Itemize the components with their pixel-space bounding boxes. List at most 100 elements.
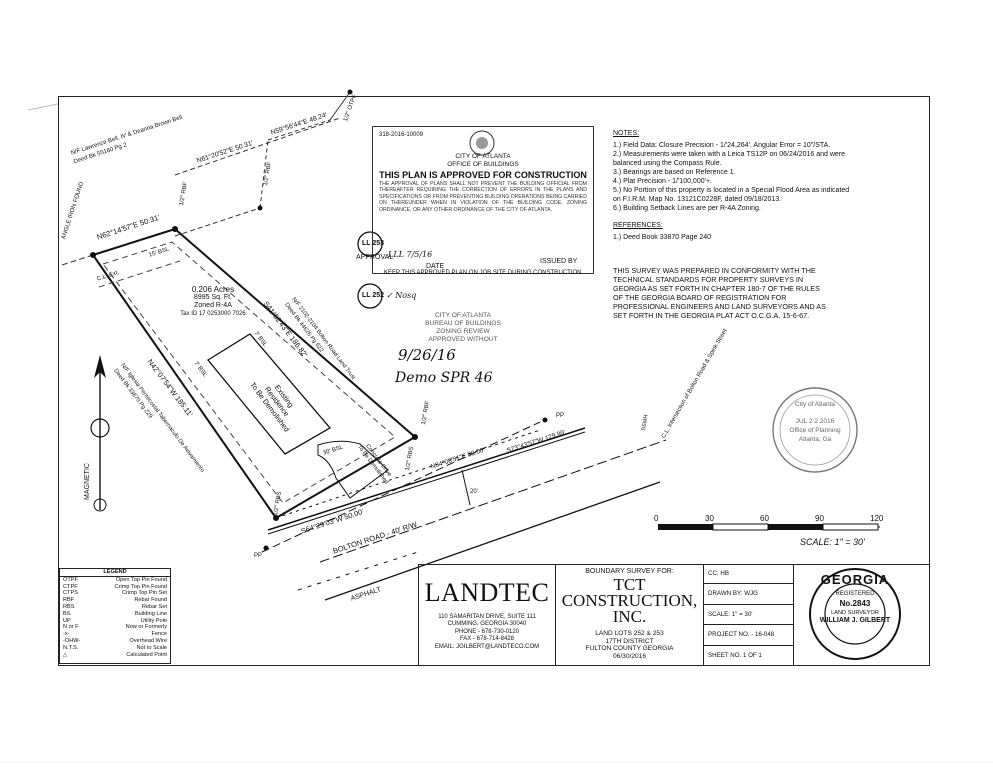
client-line: INC. bbox=[612, 607, 647, 626]
legend-abbr: UP bbox=[63, 617, 71, 624]
seal-number: No.2843 bbox=[839, 599, 871, 608]
notes-heading: NOTES: bbox=[613, 130, 640, 137]
legend-row: -x- Fence bbox=[60, 631, 170, 638]
stamp-issued-by: ISSUED BY bbox=[540, 258, 578, 265]
scale-tick: 120 bbox=[870, 514, 884, 523]
existing-residence bbox=[207, 333, 332, 455]
client-line: CONSTRUCTION, bbox=[561, 591, 698, 610]
road-row-north-2 bbox=[267, 431, 586, 535]
notes-block: NOTES: 1.) Field Data: Closure Precision… bbox=[613, 129, 853, 242]
survey-details: LAND LOTS 252 & 253 17TH DISTRICT FULTON… bbox=[556, 630, 703, 660]
scan-mark bbox=[27, 103, 59, 111]
road-row-north bbox=[267, 427, 586, 531]
scale-seg-3 bbox=[768, 524, 823, 530]
ll-253-circle bbox=[357, 231, 383, 257]
firm-address-line: CUMMING, GEORGIA 30040 bbox=[447, 621, 527, 628]
surveyor-seal bbox=[809, 568, 901, 660]
legend-row: B/L Building Line bbox=[60, 611, 170, 618]
legend-abbr: -x- bbox=[63, 631, 70, 638]
firm-block: LANDTEC 110 SAMARITAN DRIVE, SUITE 111 C… bbox=[418, 564, 556, 666]
sheet-info-sheet: SHEET NO. 1 OF 1 bbox=[708, 651, 762, 659]
adjoining-corner bbox=[257, 205, 263, 211]
legend-abbr: CTPF bbox=[63, 583, 78, 590]
legend-desc: Fence bbox=[151, 631, 167, 638]
adjoining-line-top bbox=[267, 119, 331, 141]
city-seal-center bbox=[476, 137, 488, 149]
zoning-line: CITY OF ATLANTA bbox=[434, 312, 492, 319]
lot-acres: 0.206 Acres bbox=[191, 285, 235, 294]
survey-detail: LAND LOTS 252 & 253 bbox=[595, 630, 664, 637]
seal-registered: REGISTERED bbox=[835, 591, 875, 597]
stamp-headline: THIS PLAN IS APPROVED FOR CONSTRUCTION bbox=[379, 170, 587, 180]
scale-label: SCALE: 1" = 30' bbox=[800, 537, 865, 547]
permit-number: 318-2016-10009 bbox=[379, 132, 424, 138]
north-arrow-head bbox=[94, 355, 106, 378]
planning-seal-inner bbox=[779, 394, 851, 466]
surveyor-seal-text: GEORGIA REGISTERED No.2843 LAND SURVEYOR… bbox=[812, 572, 898, 624]
stamp-approval-line: APPROVAL bbox=[356, 254, 394, 261]
stamp-handwritten-note: ✓ Nosq bbox=[386, 291, 417, 300]
note-item: 5.) No Portion of this property is locat… bbox=[613, 187, 850, 203]
north-arrow-tail bbox=[93, 498, 107, 512]
note-item: 3.) Bearings are based on Reference 1. bbox=[613, 169, 736, 176]
note-item: 2.) Measurements were taken with a Leica… bbox=[613, 151, 846, 167]
survey-title: BOUNDARY SURVEY FOR: bbox=[585, 568, 674, 575]
stamp-keep-note: KEEP THIS APPROVED PLAN ON JOB SITE DURI… bbox=[384, 270, 582, 276]
planning-seal-date: JUL 2 2 2016 bbox=[795, 418, 835, 425]
survey-date: 06/30/2016 bbox=[612, 652, 646, 660]
sheet-info: CC: HB DRAWN BY: WJG SCALE: 1" = 30' PRO… bbox=[704, 564, 794, 666]
legend-abbr: B/L bbox=[63, 610, 72, 617]
legend-desc: Overhead Wire bbox=[129, 637, 167, 644]
reference-item: 1.) Deed Book 33870 Page 240 bbox=[613, 234, 712, 241]
note-item: 6.) Building Setback Lines are per R-4A … bbox=[613, 205, 761, 212]
legend-row: N.T.S.Not to Scale bbox=[60, 645, 170, 652]
title-block bbox=[418, 564, 930, 666]
scale-seg-2 bbox=[712, 523, 769, 531]
seal-role: LAND SURVEYOR bbox=[831, 610, 879, 616]
planning-seal bbox=[772, 387, 858, 473]
road-row-south bbox=[324, 481, 661, 601]
firm-phone: PHONE - 678-730-0120 bbox=[454, 628, 520, 635]
legend-desc: Building Line bbox=[134, 610, 167, 617]
zoning-hand-date: 9/26/16 bbox=[398, 346, 456, 364]
legend-desc: Rebar Found bbox=[134, 597, 167, 604]
zoning-line: APPROVED WITHOUT bbox=[428, 336, 498, 343]
surveyor-seal-inner bbox=[824, 583, 886, 645]
scale-tick: 60 bbox=[760, 514, 769, 523]
stamp-office: OFFICE OF BUILDINGS bbox=[447, 161, 519, 168]
planning-seal-city: Atlanta, Ga bbox=[798, 436, 832, 443]
sheet-info-cc: CC: HB bbox=[704, 564, 793, 585]
firm-email: EMAIL: JGILBERT@LANDTECO.COM bbox=[434, 643, 540, 650]
front-setback-line bbox=[98, 260, 181, 288]
zoning-stamp: CITY OF ATLANTA BUREAU OF BUILDINGS ZONI… bbox=[398, 312, 528, 344]
seal-name: WILLIAM J. GILBERT bbox=[819, 617, 891, 624]
legend-desc: Now or Formerly bbox=[125, 624, 167, 631]
planning-seal-office: Office of Planning bbox=[789, 427, 841, 434]
corner-rbs-s bbox=[273, 515, 279, 521]
legend-row: △Calculated Point bbox=[60, 652, 170, 659]
ll-253-label: LL 253 bbox=[362, 240, 385, 247]
scale-tick: 30 bbox=[705, 514, 714, 523]
adjoining-line-n bbox=[174, 207, 261, 237]
power-pole-pp-w bbox=[263, 545, 269, 551]
legend-row: RBF Rebar Found bbox=[60, 597, 170, 604]
legend-abbr: RBF bbox=[63, 597, 75, 604]
client-line: TCT bbox=[613, 575, 646, 594]
lot-tax-id: Tax ID 17 0253000 7026 bbox=[180, 311, 246, 317]
adjoining-line-ne-side bbox=[259, 139, 269, 209]
legend-title: LEGEND bbox=[60, 569, 170, 577]
approval-stamp: 318-2016-10009 CITY OF ATLANTA OFFICE OF… bbox=[372, 126, 594, 274]
planning-seal-text: City of Atlanta JUL 2 2 2016 Office of P… bbox=[773, 400, 857, 444]
stamp-city: CITY OF ATLANTA bbox=[455, 153, 511, 160]
legend-desc: Calculated Point bbox=[126, 651, 167, 658]
pp-label-w: PP bbox=[254, 553, 263, 559]
firm-fax: FAX - 678-714-8428 bbox=[459, 636, 515, 643]
stamp-fine-print: THE APPROVAL OF PLANS SHALL NOT PREVENT … bbox=[379, 181, 587, 213]
legend-abbr: OTPF bbox=[63, 576, 78, 583]
scale-tick: 0 bbox=[654, 514, 659, 523]
pp-label-e: PP bbox=[556, 413, 565, 419]
